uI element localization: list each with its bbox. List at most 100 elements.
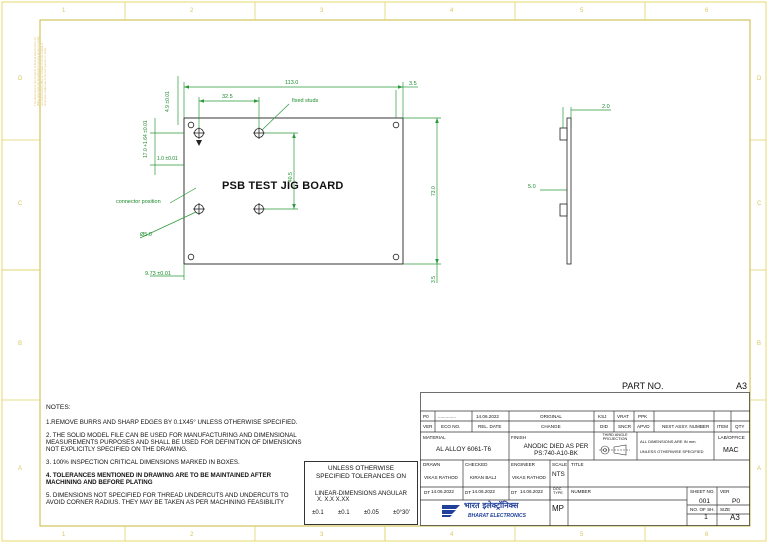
drawing-title: PSB TEST JIG BOARD [222, 180, 344, 192]
logo-hindi: भारत इलेक्ट्रॉनिक्स [464, 501, 519, 510]
dimension-arrows [184, 85, 439, 264]
dim-left-offset: 1.0 ±0.01 [157, 156, 178, 162]
svg-text:4: 4 [450, 532, 454, 538]
sheet-no-value: 001 [699, 498, 711, 505]
finish-label: FINISH [511, 435, 527, 440]
svg-text:6: 6 [705, 532, 709, 538]
checked-by: KIRAN BALJ [470, 475, 497, 480]
lab-value: MAC [723, 447, 739, 454]
svg-text:A: A [18, 466, 22, 472]
tol-xx: ±0.1 [337, 510, 350, 516]
tol-xxx: ±0.05 [363, 510, 379, 516]
rev-ver: P0 [423, 414, 429, 419]
dim-top-offset: 4.9 ±0.01 [165, 91, 171, 112]
ver-value: P0 [732, 498, 741, 505]
third-angle-projection-icon [599, 444, 630, 456]
note-item: 3. 100% INSPECTION CRITICAL DIMENSIONS M… [46, 459, 240, 466]
checked-label: CHECKED [465, 462, 488, 467]
side-plate [566, 117, 572, 265]
dim-overall-width: 113.0 [285, 80, 299, 86]
notes-block: NOTES: 1.REMOVE BURRS AND SHARP EDGES BY… [46, 404, 304, 512]
note-item: 1.REMOVE BURRS AND SHARP EDGES BY 0.1X45… [46, 419, 298, 426]
dim-upper-v: 17.0 +1.64 ±0.01 [143, 120, 149, 158]
dim-stud-offset: 32.5 [222, 94, 233, 100]
inner-frame [39, 19, 751, 527]
material-label: MATERIAL [423, 435, 446, 440]
dim-overall-height: 73.0 [431, 186, 437, 196]
svg-text:6: 6 [705, 8, 709, 14]
svg-text:A: A [757, 466, 761, 472]
board-outline [183, 117, 404, 265]
hdr-did: DID [600, 424, 608, 429]
scale-value: NTS [552, 471, 565, 478]
board-front-view [183, 117, 404, 265]
hdr-ver: VER [423, 424, 433, 429]
hdr-qty: QTY [735, 424, 745, 429]
projection-label: THIRD ANGLE PROJECTION [602, 433, 628, 441]
svg-text:C: C [757, 201, 762, 207]
finish-value: ANODIC DIED AS PER PS:740-A10-BK [523, 443, 589, 457]
svg-text:B: B [18, 341, 22, 347]
note-item: 5. DIMENSIONS NOT SPECIFIED FOR THREAD U… [46, 492, 289, 506]
svg-text:D: D [757, 76, 762, 82]
drawn-date-prefix: DT [424, 490, 431, 495]
no-of-sh-value: 1 [704, 514, 708, 521]
title-block-grid [420, 392, 750, 526]
hdr-apvd: APVD [637, 424, 650, 429]
corner-hole [392, 121, 400, 129]
dim-stud-spacing-v: 40.5 [288, 172, 294, 182]
rev-apvd: PPK [638, 414, 648, 419]
corner-hole [187, 121, 195, 129]
sheet-size-top: A3 [736, 381, 748, 391]
hdr-eco: ECO NO. [441, 424, 461, 429]
notes-heading: NOTES: [46, 404, 71, 411]
callout-connector-position: connector position [116, 199, 161, 205]
rev-date: 14.06.2022 [476, 414, 499, 419]
no-of-sh-label: NO. OF SH. [690, 507, 715, 512]
tol-angular: ±0°30' [393, 510, 410, 516]
svg-text:C: C [18, 201, 23, 207]
sheet-no-label: SHEET NO. [690, 489, 715, 494]
side-stud [559, 203, 568, 217]
dim-hole-dia: Ø5.0 [140, 232, 152, 238]
doc-type-label: DOC TYPE [553, 487, 563, 495]
checked-date: 14.06.2022 [472, 489, 495, 494]
rev-eco: .............. [438, 414, 456, 419]
title-label: TITLE [571, 462, 584, 467]
size-value: A3 [730, 513, 740, 522]
svg-text:B: B [757, 341, 761, 347]
scale-label: SCALE [552, 462, 568, 467]
side-stud [559, 127, 568, 141]
engineer-date: 14.06.2022 [520, 489, 543, 494]
svg-text:2: 2 [190, 532, 194, 538]
tolerance-heading: UNLESS OTHERWISE SPECIFIED TOLERANCES ON [316, 465, 406, 480]
hdr-date: REL. DATE [478, 424, 502, 429]
svg-text:1: 1 [62, 8, 66, 14]
drawn-label: DRAWN [423, 462, 441, 467]
dims-note: ALL DIMENSIONS ARE IN mm. UNLESS OTHERWI… [640, 439, 704, 454]
rev-did: KSJ [598, 414, 607, 419]
dim-left-bottom: 9.73 ±0.01 [145, 271, 171, 277]
logo-english: BHARAT ELECTRONICS [468, 513, 526, 519]
svg-text:5: 5 [580, 532, 584, 538]
drawn-by: VIKAS RATHOD [424, 475, 458, 480]
hdr-item: ITEM [717, 424, 728, 429]
corner-hole [392, 253, 400, 261]
note-item: 2. THE SOLID MODEL FILE CAN BE USED FOR … [46, 432, 302, 453]
callout-fixed-studs: fixed studs [292, 98, 319, 104]
svg-text:5: 5 [580, 8, 584, 14]
rev-chkd: VRAT [617, 414, 629, 419]
bel-logo-mark-icon [442, 505, 460, 517]
hdr-chkd: SNCR [618, 424, 632, 429]
drawn-date: 14.06.2022 [431, 489, 454, 494]
svg-text:D: D [18, 76, 23, 82]
ver-label: VER [720, 489, 730, 494]
lab-label: LAB/OFFICE [718, 435, 745, 440]
tolerance-values: ±0.1 ±0.1 ±0.05 ±0°30' [305, 510, 417, 516]
doc-type-value: MP [552, 504, 564, 513]
svg-text:4: 4 [450, 8, 454, 14]
svg-text:1: 1 [62, 532, 66, 538]
size-label: SIZE [720, 507, 731, 512]
confidential-note-box: This document is the Property of Bharat … [8, 30, 68, 107]
